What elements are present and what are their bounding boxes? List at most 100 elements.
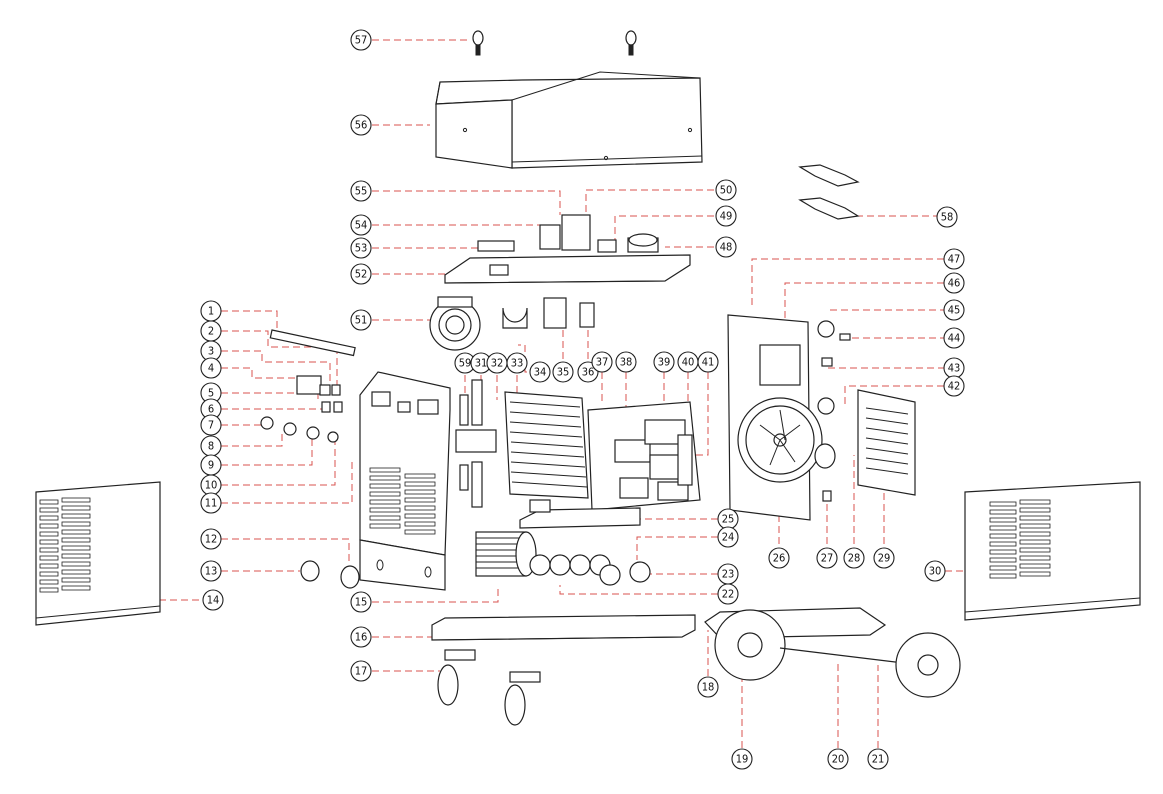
svg-text:19: 19: [736, 753, 749, 766]
callout-16: 16: [350, 626, 372, 648]
svg-text:31: 31: [475, 357, 488, 370]
svg-text:15: 15: [355, 596, 368, 609]
lifting-eye-bolts: [472, 30, 637, 56]
callout-47: 47: [943, 248, 965, 270]
callout-31: 31: [470, 352, 492, 374]
svg-text:37: 37: [596, 356, 609, 369]
relay-modules: [502, 297, 595, 329]
svg-text:53: 53: [355, 242, 368, 255]
svg-text:22: 22: [722, 588, 735, 601]
callout-2: 2: [200, 320, 222, 342]
svg-text:36: 36: [582, 366, 595, 379]
svg-text:50: 50: [720, 184, 733, 197]
callout-56: 56: [350, 114, 372, 136]
callout-24: 24: [717, 526, 739, 548]
svg-text:47: 47: [948, 253, 961, 266]
callout-33: 33: [506, 352, 528, 374]
callout-44: 44: [943, 327, 965, 349]
svg-text:35: 35: [557, 366, 570, 379]
front-panel-small-parts: [260, 329, 356, 443]
svg-text:39: 39: [658, 356, 671, 369]
svg-text:11: 11: [205, 497, 218, 510]
callout-28: 28: [843, 547, 865, 569]
svg-text:55: 55: [355, 185, 368, 198]
callout-12: 12: [200, 528, 222, 550]
callout-8: 8: [200, 435, 222, 457]
swivel-casters: [437, 649, 541, 726]
top-cover: [435, 71, 703, 169]
svg-text:28: 28: [848, 552, 861, 565]
lower-bracket: [519, 499, 641, 529]
svg-text:52: 52: [355, 268, 368, 281]
heatsink: [504, 391, 589, 499]
callout-43: 43: [943, 357, 965, 379]
svg-text:30: 30: [929, 565, 942, 578]
svg-text:13: 13: [205, 565, 218, 578]
main-power-board: [587, 401, 701, 511]
svg-text:42: 42: [948, 380, 961, 393]
callout-35: 35: [552, 361, 574, 383]
svg-text:27: 27: [821, 552, 834, 565]
callout-53: 53: [350, 237, 372, 259]
callout-10: 10: [200, 474, 222, 496]
svg-text:34: 34: [534, 366, 547, 379]
output-reactor-coil: [475, 531, 537, 577]
svg-text:46: 46: [948, 277, 961, 290]
svg-text:48: 48: [720, 241, 733, 254]
left-side-panel: [35, 481, 161, 626]
svg-text:16: 16: [355, 631, 368, 644]
right-side-panel: [964, 481, 1141, 621]
svg-text:9: 9: [208, 459, 214, 472]
svg-text:17: 17: [355, 665, 368, 678]
svg-text:44: 44: [948, 332, 961, 345]
callout-21: 21: [867, 748, 889, 770]
callout-23: 23: [717, 563, 739, 585]
callout-22: 22: [717, 583, 739, 605]
fan-grille: [857, 389, 916, 496]
callout-54: 54: [350, 214, 372, 236]
svg-text:59: 59: [459, 357, 472, 370]
callout-52: 52: [350, 263, 372, 285]
svg-text:49: 49: [720, 210, 733, 223]
callout-40: 40: [677, 351, 699, 373]
callout-37: 37: [591, 351, 613, 373]
callout-18: 18: [697, 676, 719, 698]
callout-41: 41: [697, 351, 719, 373]
callout-11: 11: [200, 492, 222, 514]
callout-51: 51: [350, 309, 372, 331]
svg-text:43: 43: [948, 362, 961, 375]
callout-49: 49: [715, 205, 737, 227]
callout-1: 1: [200, 300, 222, 322]
callout-27: 27: [816, 547, 838, 569]
svg-text:21: 21: [872, 753, 885, 766]
callout-17: 17: [350, 660, 372, 682]
svg-text:26: 26: [773, 552, 786, 565]
svg-text:5: 5: [208, 387, 214, 400]
callout-32: 32: [486, 352, 508, 374]
front-panel: [359, 371, 451, 591]
toroid-transformer: [429, 296, 481, 351]
svg-text:51: 51: [355, 314, 368, 327]
callout-13: 13: [200, 560, 222, 582]
callout-20: 20: [827, 748, 849, 770]
svg-text:12: 12: [205, 533, 218, 546]
callout-57: 57: [350, 29, 372, 51]
svg-text:33: 33: [511, 357, 524, 370]
upper-pcb-tray: [444, 214, 691, 284]
callout-15: 15: [350, 591, 372, 613]
callout-26: 26: [768, 547, 790, 569]
callout-badges: 57 56 55 50 54 49 53 48 52 5 8 47 46 45 4…: [200, 29, 965, 770]
callout-9: 9: [200, 454, 222, 476]
svg-text:38: 38: [620, 356, 633, 369]
svg-text:3: 3: [208, 345, 214, 358]
rear-trolley: [704, 607, 961, 698]
callout-30: 30: [924, 560, 946, 582]
svg-text:1: 1: [208, 305, 214, 318]
svg-text:45: 45: [948, 304, 961, 317]
svg-text:23: 23: [722, 568, 735, 581]
svg-text:18: 18: [702, 681, 715, 694]
svg-text:14: 14: [207, 594, 220, 607]
rear-fittings: [814, 320, 851, 502]
callout-42: 42: [943, 375, 965, 397]
